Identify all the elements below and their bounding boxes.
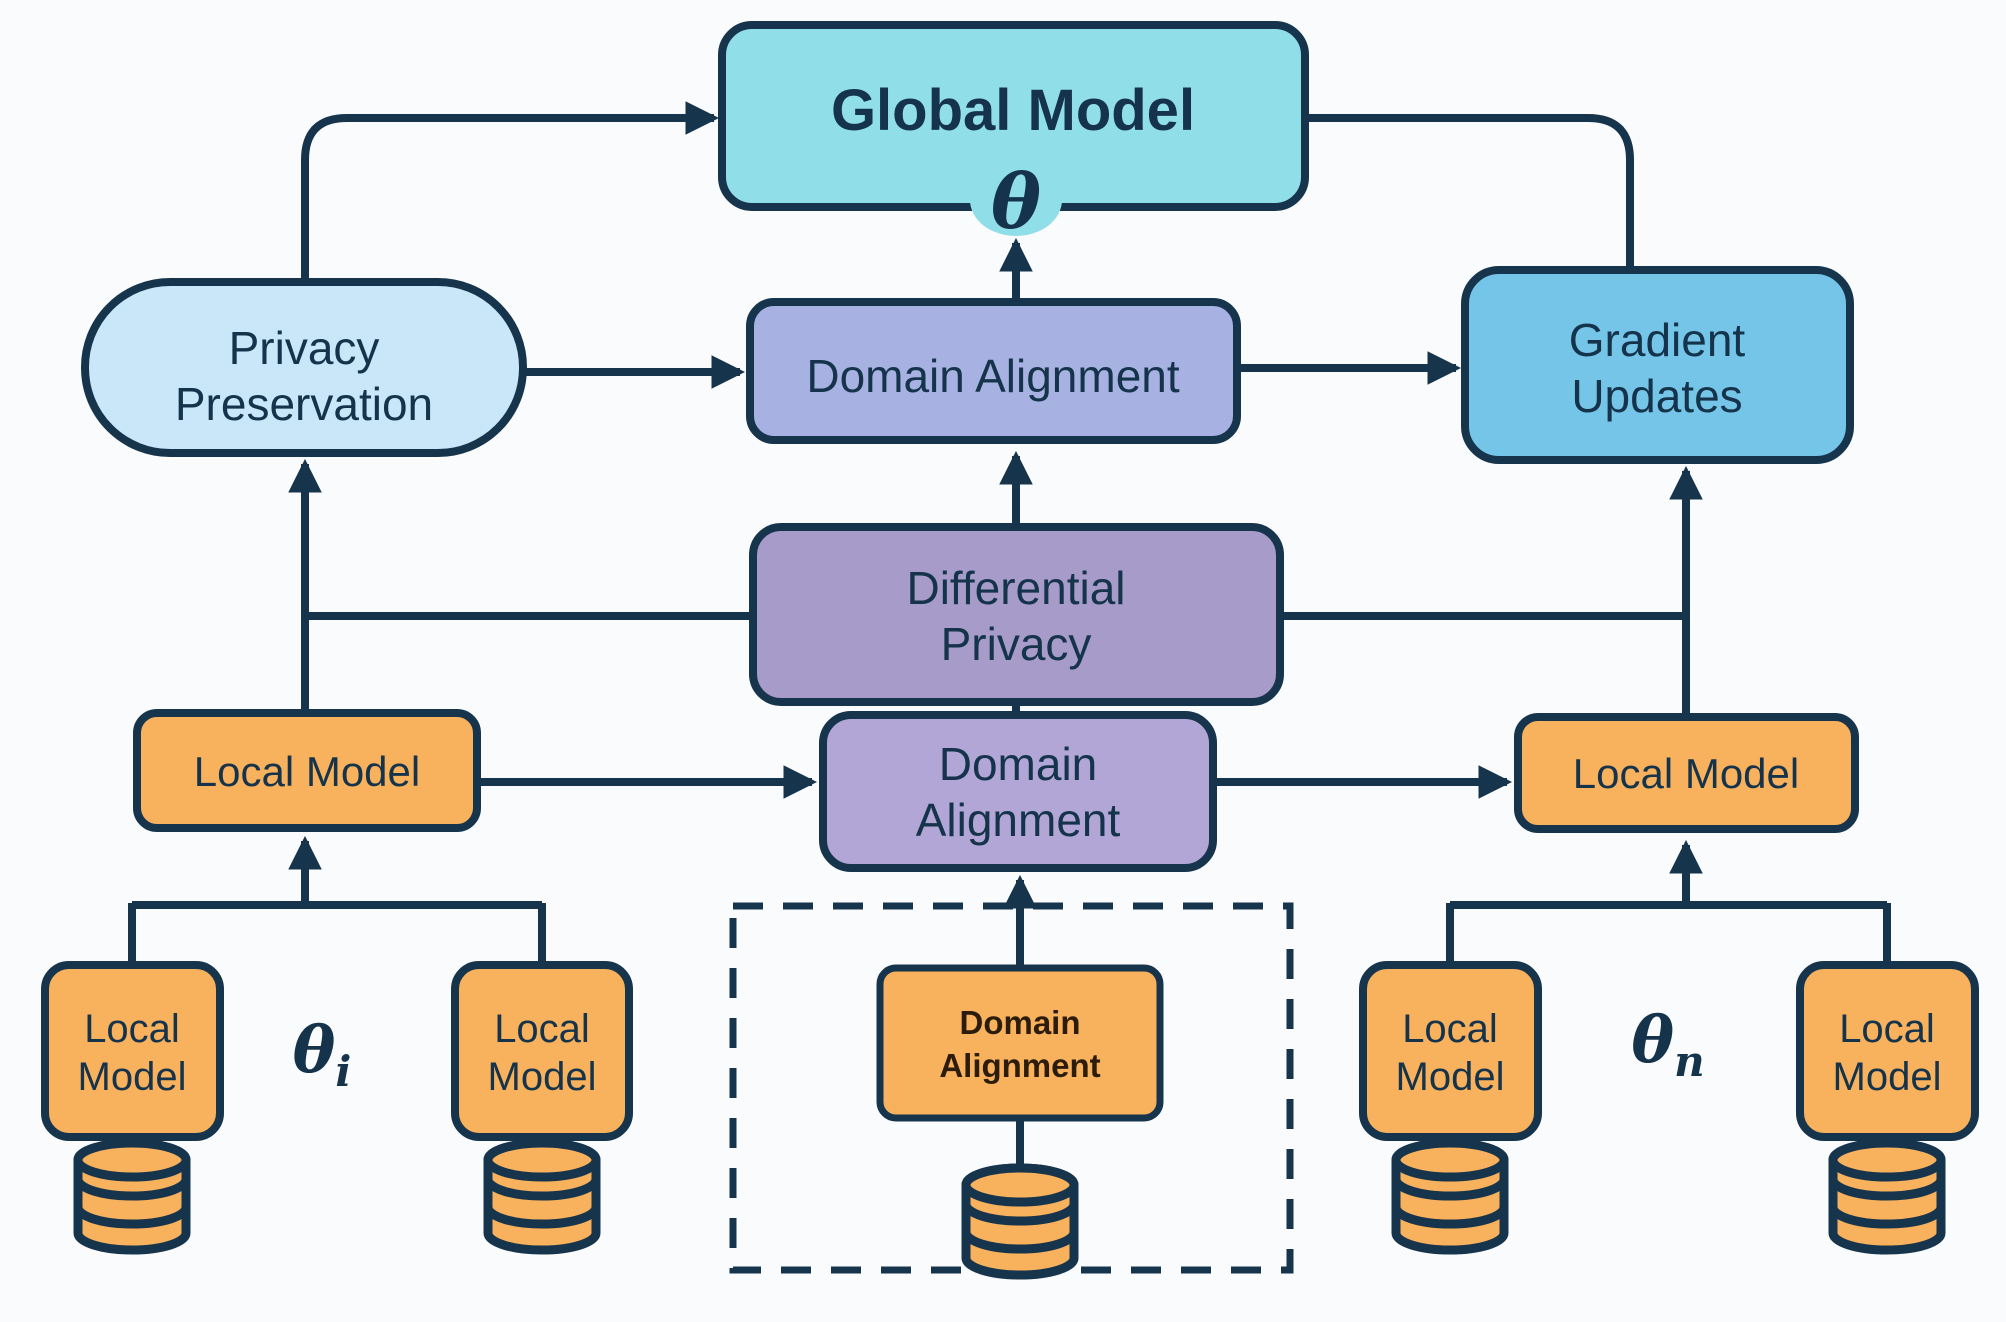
labels: Global Model θ Privacy Preservation Doma… (78, 78, 1942, 1099)
node-privacy-preservation (81, 278, 527, 457)
client-model-1-label-line1: Local (84, 1007, 180, 1051)
local-model-right-label: Local Model (1573, 750, 1799, 797)
node-domain-alignment-mid (819, 711, 1217, 872)
database-icon (1396, 1143, 1504, 1250)
edge-privacy-to-global (301, 101, 720, 282)
domain-alignment-client-label-line2: Alignment (939, 1047, 1100, 1084)
client-model-2-label-line2: Model (488, 1055, 597, 1099)
privacy-preservation-label-line2: Preservation (175, 378, 433, 430)
node-differential-privacy (749, 523, 1284, 706)
nodes (41, 21, 1979, 1275)
database-icon (1833, 1143, 1941, 1250)
gradient-updates-label-line2: Updates (1571, 370, 1742, 422)
edge-left-client-bar (128, 901, 546, 968)
domain-alignment-mid-label-line1: Domain (939, 738, 1098, 790)
client-model-1-label-line2: Model (78, 1055, 187, 1099)
node-gradient-updates (1461, 266, 1854, 464)
node-client-model-1 (41, 961, 224, 1141)
node-local-model-left (133, 709, 481, 832)
theta-halo (970, 164, 1062, 236)
theta-symbol: θ (991, 158, 1041, 246)
domain-alignment-mid-label-line2: Alignment (916, 794, 1121, 846)
node-local-model-right (1514, 713, 1859, 833)
gradient-updates-label-line1: Gradient (1569, 314, 1746, 366)
theta-n-symbol: θn (1631, 1003, 1704, 1086)
node-domain-alignment-client (876, 964, 1164, 1122)
node-client-model-4 (1796, 961, 1979, 1141)
database-icon (488, 1143, 596, 1250)
database-icon (78, 1143, 186, 1250)
differential-privacy-label-line1: Differential (906, 562, 1125, 614)
global-model-label: Global Model (831, 78, 1195, 143)
client-group-dashed-border (729, 902, 1294, 1274)
database-icon (966, 1168, 1074, 1275)
client-model-2-label-line1: Local (494, 1007, 590, 1051)
privacy-preservation-label-line1: Privacy (229, 322, 380, 374)
domain-alignment-client-label-line1: Domain (959, 1004, 1080, 1041)
client-model-3-label-line1: Local (1402, 1007, 1498, 1051)
edge-global-to-gradient (1305, 114, 1634, 270)
edge-right-client-bar (1446, 901, 1891, 968)
node-domain-alignment-upper (746, 298, 1241, 444)
client-model-4-label-line1: Local (1839, 1007, 1935, 1051)
client-model-3-label-line2: Model (1396, 1055, 1505, 1099)
domain-alignment-upper-label: Domain Alignment (806, 350, 1180, 402)
node-client-model-3 (1359, 961, 1542, 1141)
theta-i-symbol: θi (293, 1013, 352, 1096)
client-model-4-label-line2: Model (1833, 1055, 1942, 1099)
local-model-left-label: Local Model (194, 748, 420, 795)
differential-privacy-label-line2: Privacy (941, 618, 1092, 670)
node-client-model-2 (451, 961, 633, 1141)
